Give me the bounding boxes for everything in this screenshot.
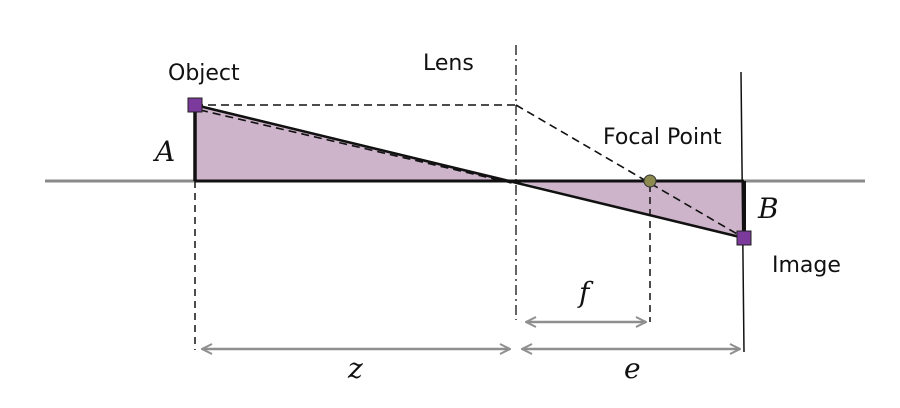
image-distance-label: e <box>624 352 641 385</box>
chief-ray <box>194 103 745 240</box>
lens-label: Lens <box>423 51 474 76</box>
object-height-label: A <box>152 135 175 168</box>
focal-length-label: f <box>577 276 594 309</box>
object-distance-label: z <box>347 352 363 385</box>
image-height-label: B <box>757 192 779 225</box>
focal-point-label: Focal Point <box>603 125 722 150</box>
image-point-marker <box>736 230 752 246</box>
refracted-ray <box>515 104 745 239</box>
chief-ray-dashed <box>199 109 517 185</box>
image-label: Image <box>772 253 841 278</box>
object-label: Object <box>168 61 240 86</box>
focal-point-marker <box>643 174 657 188</box>
object-point-marker <box>187 97 203 113</box>
